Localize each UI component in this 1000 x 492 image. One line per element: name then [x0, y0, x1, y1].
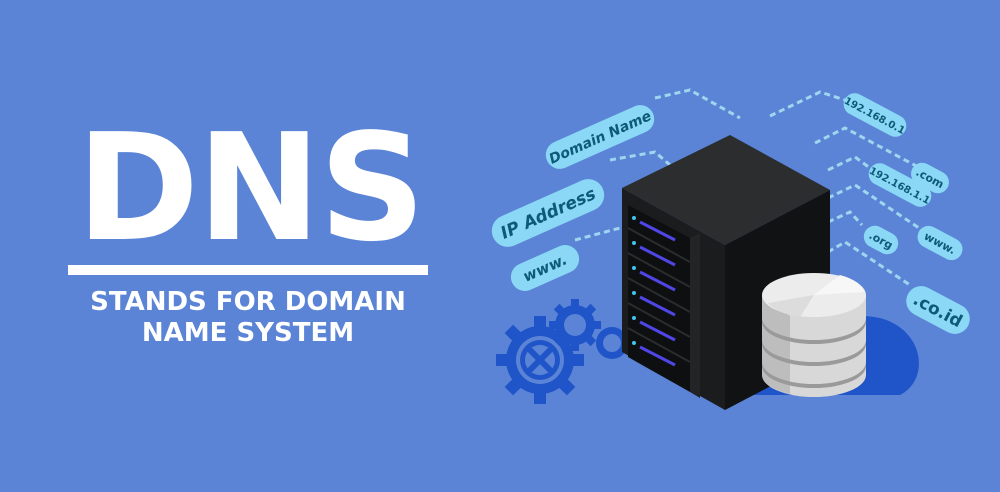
- subtitle-line-2: NAME SYSTEM: [141, 318, 355, 348]
- tag-org: .org: [863, 225, 899, 255]
- tag-ip-address: IP Address: [491, 179, 605, 247]
- headline-title: DNS: [76, 102, 425, 274]
- svg-text:Domain Name: Domain Name: [547, 108, 654, 167]
- connector-lines: [574, 88, 926, 287]
- tag-co-id: .co.id: [906, 286, 970, 334]
- drive-indicator-lights: [632, 216, 676, 367]
- tag-www-left: www.: [510, 245, 580, 291]
- divider: [68, 265, 428, 275]
- tag-ip-192-168-0-1: 192.168.0.1: [842, 93, 907, 137]
- gear-icon: [496, 299, 628, 404]
- subtitle-line-1: STANDS FOR DOMAIN: [90, 287, 406, 317]
- tag-www-right: www.: [917, 225, 963, 261]
- database-icon: [762, 273, 866, 397]
- tag-domain-name: Domain Name: [545, 105, 655, 169]
